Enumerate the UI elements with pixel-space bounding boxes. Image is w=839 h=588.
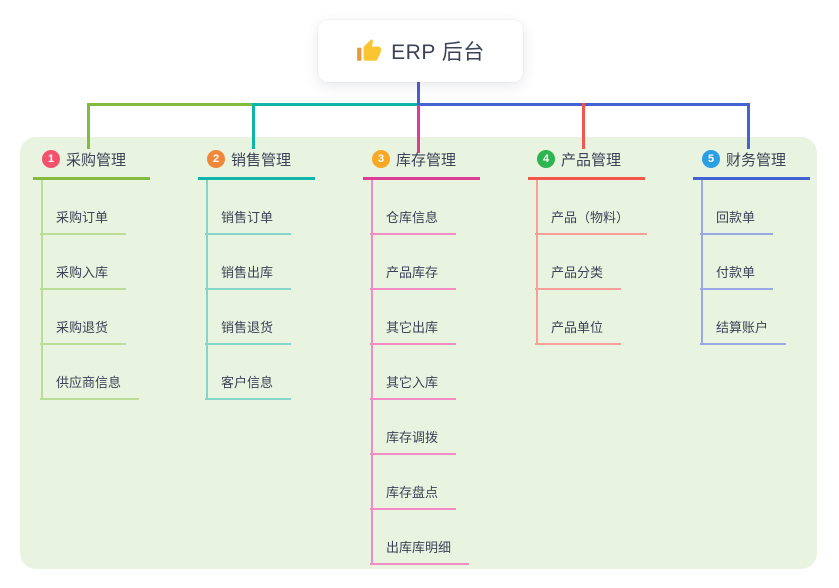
mindmap-node[interactable]: 付款单	[700, 262, 774, 290]
branch-header-product[interactable]: 4 产品管理	[528, 147, 645, 180]
branch-child-connector	[536, 180, 538, 345]
mindmap-node[interactable]: 客户信息	[205, 372, 292, 400]
edge-drop-branch-5	[747, 103, 750, 149]
mindmap-node[interactable]: 销售订单	[205, 207, 292, 235]
edge-drop-branch-2	[252, 103, 255, 149]
branch-number-badge: 1	[42, 150, 60, 168]
branch-header-finance[interactable]: 5 财务管理	[693, 147, 810, 180]
root-node[interactable]: ERP 后台	[318, 20, 523, 82]
mindmap-node[interactable]: 库存盘点	[370, 482, 457, 510]
edge-drop-branch-3	[417, 105, 420, 153]
mindmap-node[interactable]: 供应商信息	[40, 372, 140, 400]
branch-purchase: 1 采购管理 采购订单 采购入库 采购退货 供应商信息	[33, 147, 203, 400]
mindmap-node[interactable]: 采购入库	[40, 262, 127, 290]
mindmap-node[interactable]: 销售退货	[205, 317, 292, 345]
branch-number-badge: 5	[702, 150, 720, 168]
branch-label: 财务管理	[726, 151, 787, 169]
mindmap-node[interactable]: 其它出库	[370, 317, 457, 345]
mindmap-node[interactable]: 回款单	[700, 207, 774, 235]
branch-number-badge: 2	[207, 150, 225, 168]
branch-children: 销售订单 销售出库 销售退货 客户信息	[198, 180, 368, 400]
edge-horizontal-b1	[87, 103, 254, 106]
branch-children: 回款单 付款单 结算账户	[693, 180, 839, 345]
branch-children: 采购订单 采购入库 采购退货 供应商信息	[33, 180, 203, 400]
root-node-title: ERP 后台	[391, 41, 485, 64]
branch-child-connector	[206, 180, 208, 400]
edge-root-vertical	[417, 82, 420, 106]
branch-header-sales[interactable]: 2 销售管理	[198, 147, 315, 180]
branch-label: 采购管理	[66, 151, 127, 169]
branch-label: 产品管理	[561, 151, 622, 169]
mindmap-node[interactable]: 采购退货	[40, 317, 127, 345]
branch-inventory: 3 库存管理 仓库信息 产品库存 其它出库 其它入库 库存调拨 库存盘点 出库库…	[363, 147, 533, 565]
edge-horizontal-b2	[252, 103, 419, 106]
branch-label: 库存管理	[396, 151, 457, 169]
branch-child-connector	[371, 180, 373, 565]
mindmap-node[interactable]: 产品分类	[535, 262, 622, 290]
mindmap-node[interactable]: 产品库存	[370, 262, 457, 290]
mindmap-node[interactable]: 产品单位	[535, 317, 622, 345]
mindmap-node[interactable]: 库存调拨	[370, 427, 457, 455]
branch-child-connector	[41, 180, 43, 400]
mindmap-node[interactable]: 其它入库	[370, 372, 457, 400]
mindmap-node[interactable]: 产品（物料）	[535, 207, 648, 235]
branch-children: 产品（物料） 产品分类 产品单位	[528, 180, 698, 345]
branch-label: 销售管理	[231, 151, 292, 169]
mindmap-node[interactable]: 采购订单	[40, 207, 127, 235]
mindmap-canvas	[20, 137, 817, 569]
edge-drop-branch-1	[87, 103, 90, 149]
branch-children: 仓库信息 产品库存 其它出库 其它入库 库存调拨 库存盘点 出库库明细	[363, 180, 533, 565]
branch-header-inventory[interactable]: 3 库存管理	[363, 147, 480, 180]
mindmap-node[interactable]: 销售出库	[205, 262, 292, 290]
branch-product: 4 产品管理 产品（物料） 产品分类 产品单位	[528, 147, 698, 345]
branch-number-badge: 3	[372, 150, 390, 168]
branch-header-purchase[interactable]: 1 采购管理	[33, 147, 150, 180]
mindmap-node[interactable]: 结算账户	[700, 317, 787, 345]
edge-drop-branch-4	[582, 103, 585, 149]
thumbs-up-icon	[356, 38, 382, 64]
branch-number-badge: 4	[537, 150, 555, 168]
mindmap-node[interactable]: 仓库信息	[370, 207, 457, 235]
branch-finance: 5 财务管理 回款单 付款单 结算账户	[693, 147, 839, 345]
branch-child-connector	[701, 180, 703, 345]
branch-sales: 2 销售管理 销售订单 销售出库 销售退货 客户信息	[198, 147, 368, 400]
mindmap-node[interactable]: 出库库明细	[370, 537, 470, 565]
